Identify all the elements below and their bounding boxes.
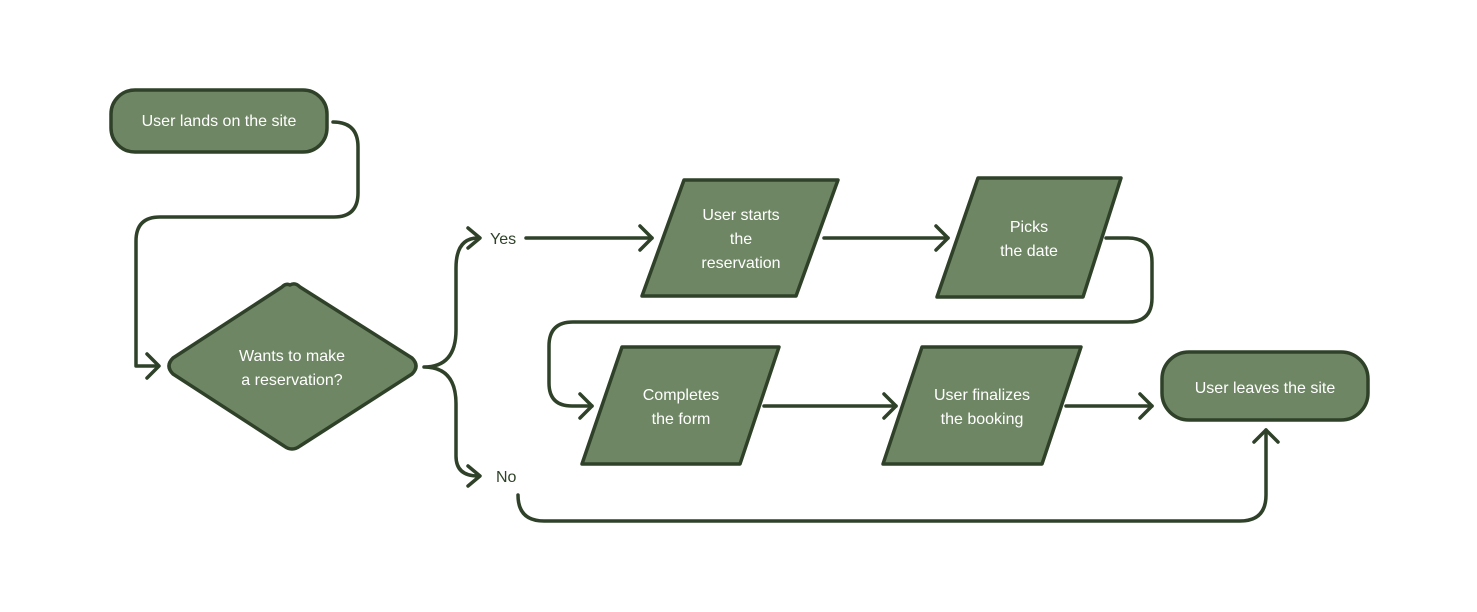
decision-node-line-1: Wants to make [239,348,345,365]
edge-start-to-decision [134,120,360,368]
complete-form-line-1: Completes [643,387,719,404]
pick-date-line-1: Picks [1010,219,1048,236]
decision-node: Wants to make a reservation? [167,282,418,451]
arrowhead-complete-form [578,392,594,420]
start-reservation-node: User starts the reservation [640,178,840,298]
arrowhead-decision-in [145,352,161,380]
finalize-line-2: the booking [941,411,1024,428]
start-reservation-line-3: reservation [701,255,780,272]
edge-no-to-end [516,428,1268,523]
pick-date-line-2: the date [1000,243,1058,260]
arrowhead-no [466,464,482,488]
yes-label: Yes [490,231,516,248]
complete-form-node: Completes the form [580,345,781,466]
end-node-label: User leaves the site [1195,380,1336,397]
arrowhead-finalize [882,392,898,420]
start-reservation-line-2: the [730,231,752,248]
start-reservation-line-1: User starts [702,207,779,224]
edge-pick-date-to-complete-form [547,236,1154,408]
arrowhead-end-bottom [1252,428,1280,444]
arrowhead-end-left [1138,392,1154,420]
finalize-line-1: User finalizes [934,387,1030,404]
complete-form-line-2: the form [652,411,711,428]
arrowhead-pick-date [934,224,950,252]
start-node: User lands on the site [109,88,329,154]
edge-decision-split [422,236,480,478]
finalize-node: User finalizes the booking [881,345,1083,466]
pick-date-node: Picks the date [935,176,1123,299]
arrowhead-start-reservation [638,224,654,252]
end-node: User leaves the site [1160,350,1370,422]
no-label: No [496,469,517,486]
decision-node-line-2: a reservation? [241,372,342,389]
arrowhead-yes [466,226,482,250]
start-node-label: User lands on the site [142,113,297,130]
